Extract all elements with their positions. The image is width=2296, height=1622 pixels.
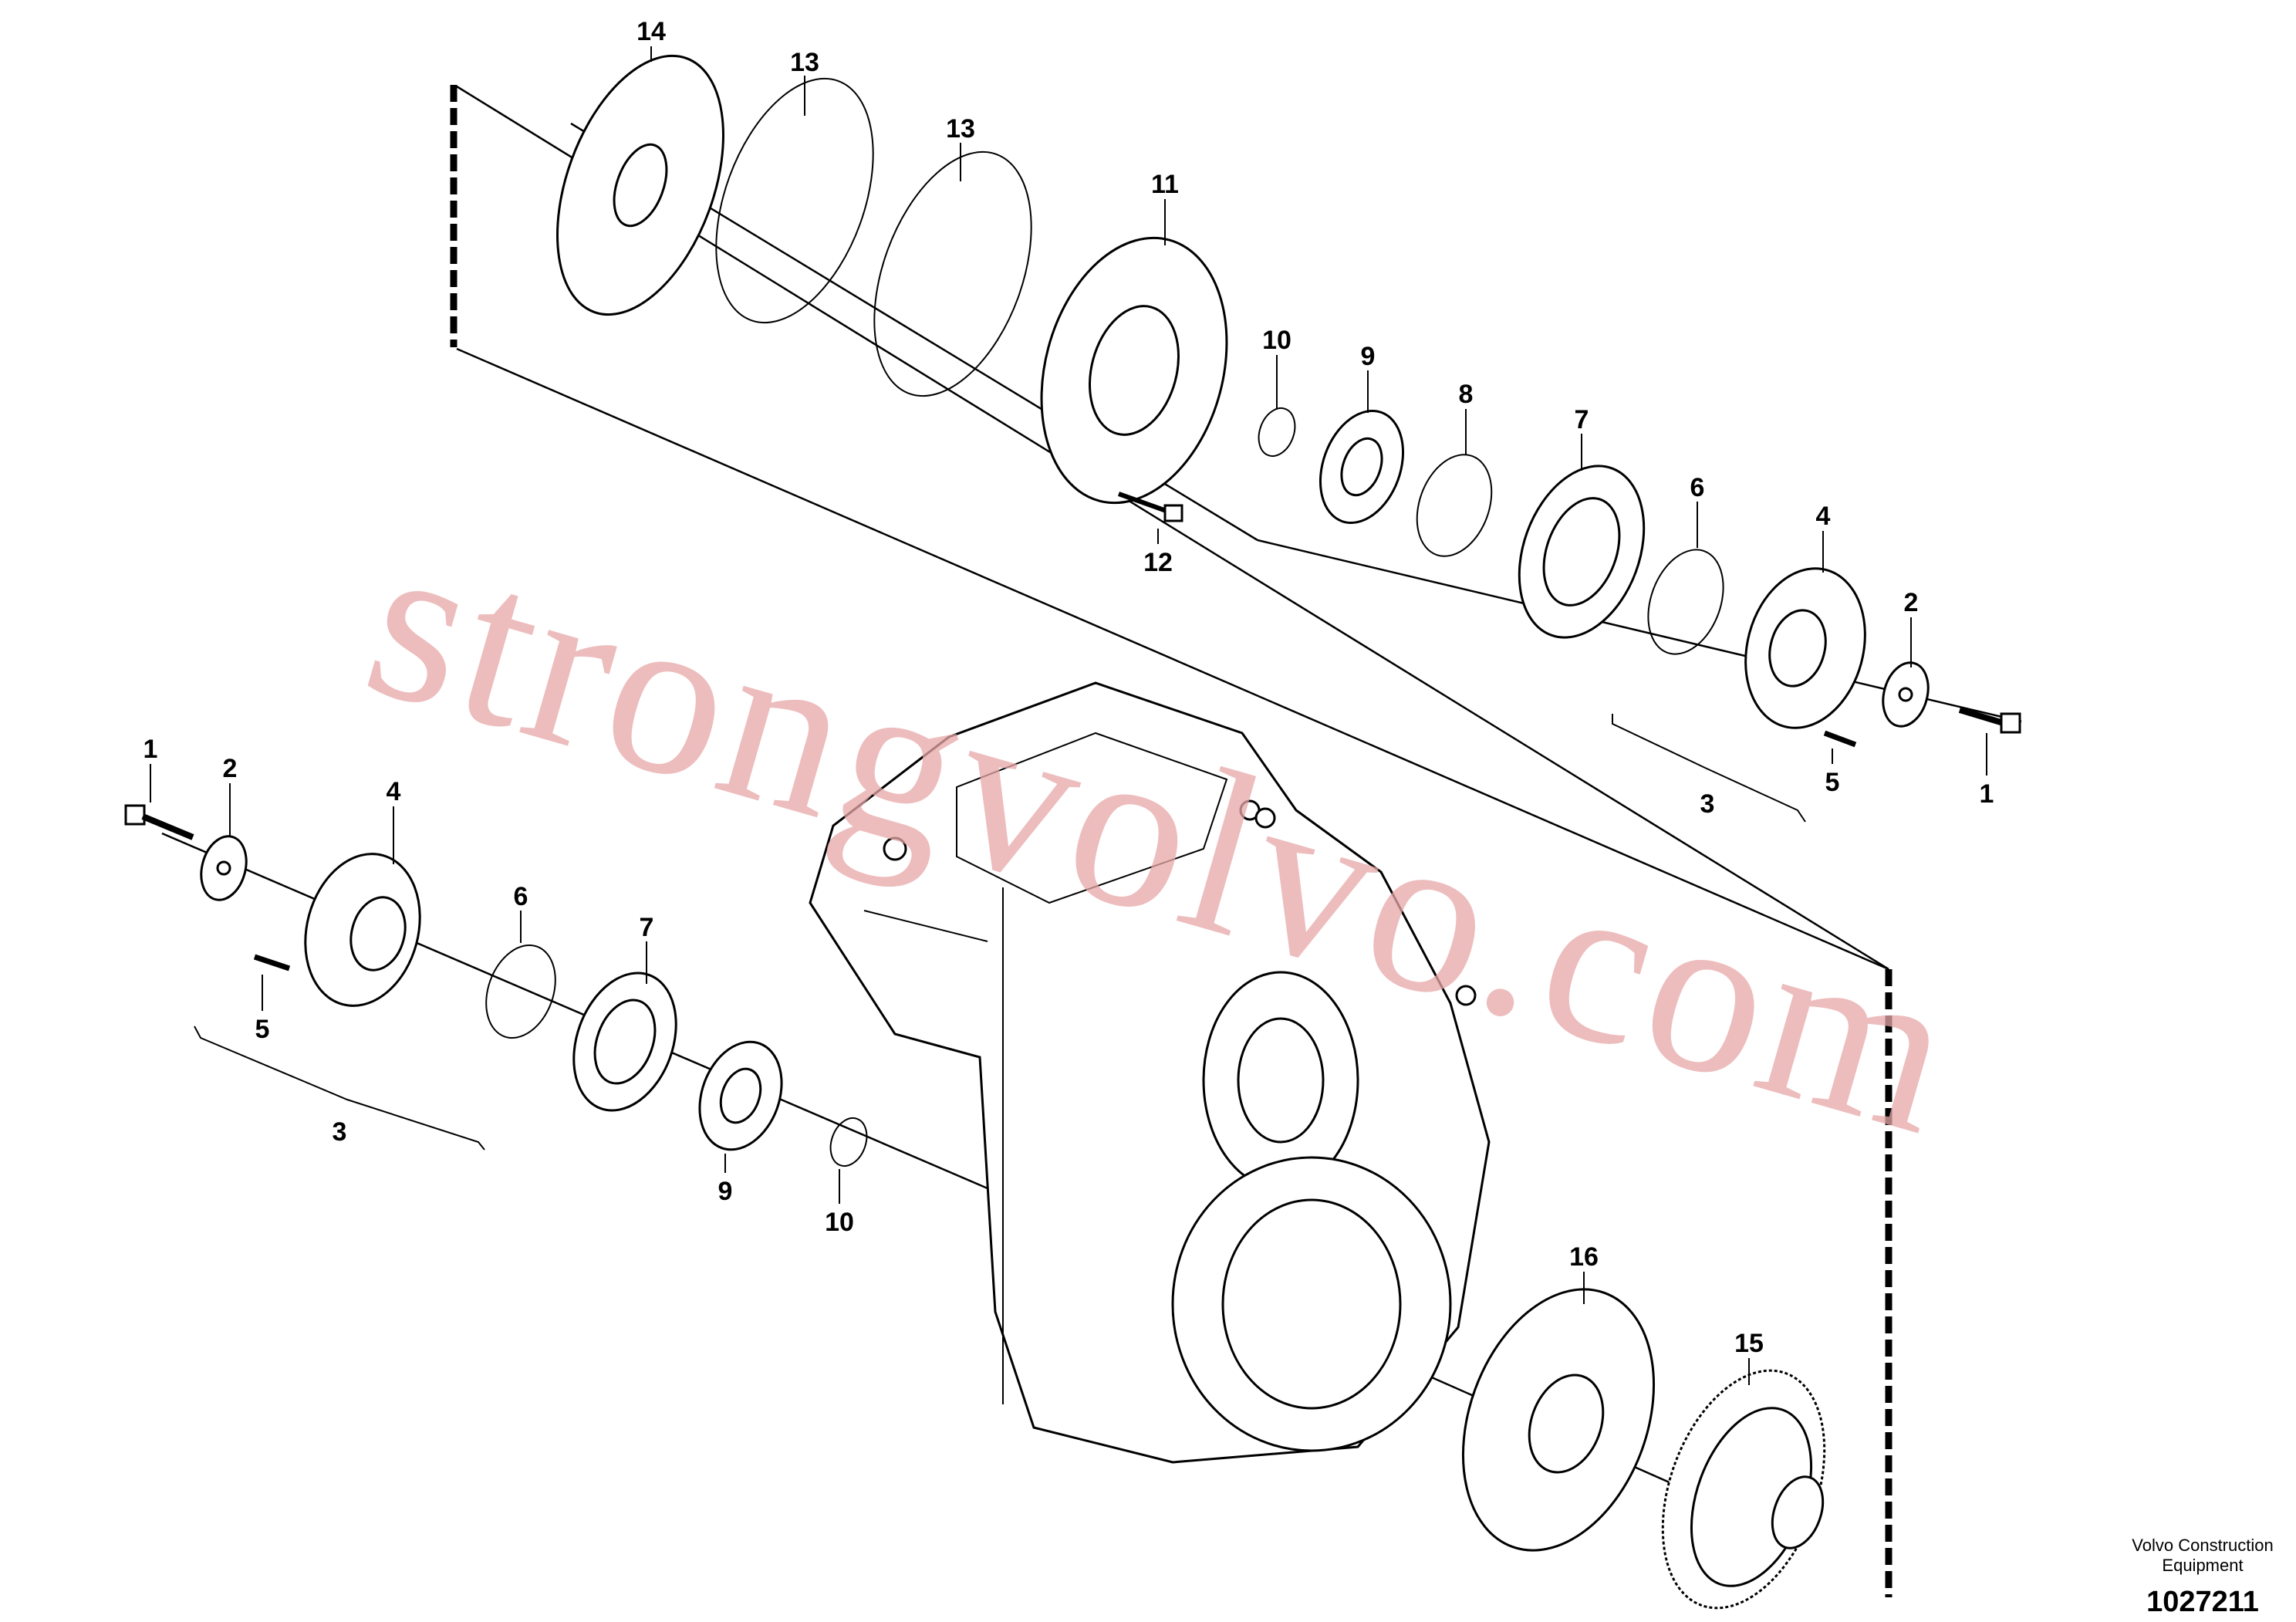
part-7-seal xyxy=(1518,465,1646,639)
part-11-bearing-cover xyxy=(1040,236,1228,505)
part-5-stud xyxy=(1823,730,1857,748)
callout-2-left: 2 xyxy=(223,754,238,783)
leader-lines xyxy=(150,46,1987,1385)
bracket-3-left xyxy=(194,1026,485,1151)
callout-12: 12 xyxy=(1143,548,1173,577)
callout-13b: 13 xyxy=(946,114,975,144)
part-6-seal-ring xyxy=(1647,549,1724,655)
part-13-o-ring-second xyxy=(873,150,1032,397)
callout-7-top: 7 xyxy=(1575,405,1589,434)
part-1-bolt-left xyxy=(124,804,194,840)
document-number: 1027211 xyxy=(2146,1586,2259,1618)
callout-3-left: 3 xyxy=(333,1117,347,1147)
part-2-washer-left xyxy=(200,835,248,901)
callout-16: 16 xyxy=(1569,1242,1599,1272)
part-8-circlip xyxy=(1416,454,1493,557)
callout-5-left: 5 xyxy=(255,1015,270,1044)
callout-8: 8 xyxy=(1459,380,1474,409)
callout-15: 15 xyxy=(1734,1329,1764,1358)
part-9-bearing xyxy=(1319,409,1405,525)
callout-9-top: 9 xyxy=(1361,342,1376,371)
callout-10-top: 10 xyxy=(1262,326,1292,355)
manufacturer-line-2: Equipment xyxy=(2162,1556,2243,1575)
callout-6-left: 6 xyxy=(514,882,528,911)
part-10-snap-ring xyxy=(1258,407,1296,457)
part-9-bearing-left xyxy=(698,1040,783,1151)
callout-1-left: 1 xyxy=(144,735,158,764)
part-1-bolt xyxy=(1958,707,2021,734)
callout-7-left: 7 xyxy=(640,913,654,942)
callout-labels: 14 13 13 11 10 9 8 7 6 4 2 12 5 1 3 1 2 … xyxy=(144,17,1994,1358)
part-12-bolt xyxy=(1117,492,1183,522)
callout-5-top: 5 xyxy=(1825,768,1840,797)
callout-4-left: 4 xyxy=(387,777,401,806)
part-2-washer xyxy=(1882,661,1930,728)
transfer-case-housing xyxy=(809,681,1491,1464)
manufacturer-line-1: Volvo Construction xyxy=(2132,1536,2273,1555)
part-14-cover-plate xyxy=(556,54,724,316)
callout-13a: 13 xyxy=(790,48,819,77)
part-13-o-ring xyxy=(715,77,874,324)
callout-10-left: 10 xyxy=(825,1208,854,1237)
callout-6-top: 6 xyxy=(1690,473,1705,502)
part-16-cover-plate xyxy=(1461,1288,1656,1552)
part-10-snap-ring-left xyxy=(829,1117,868,1167)
callout-14: 14 xyxy=(636,17,666,46)
callout-3-top: 3 xyxy=(1700,789,1715,819)
callout-1-top: 1 xyxy=(1980,779,1994,809)
part-4-flange-left xyxy=(304,853,421,1007)
part-4-flange xyxy=(1744,567,1866,729)
part-15-gear xyxy=(1661,1369,1826,1610)
callout-11: 11 xyxy=(1151,170,1179,199)
part-6-seal-ring-left xyxy=(485,944,556,1039)
part-5-stud-left xyxy=(253,954,291,972)
callout-9-left: 9 xyxy=(718,1177,733,1206)
part-7-seal-left xyxy=(572,972,677,1112)
callout-4-top: 4 xyxy=(1816,502,1831,531)
callout-2-top: 2 xyxy=(1904,588,1919,617)
bracket-3-top xyxy=(1612,714,1806,823)
